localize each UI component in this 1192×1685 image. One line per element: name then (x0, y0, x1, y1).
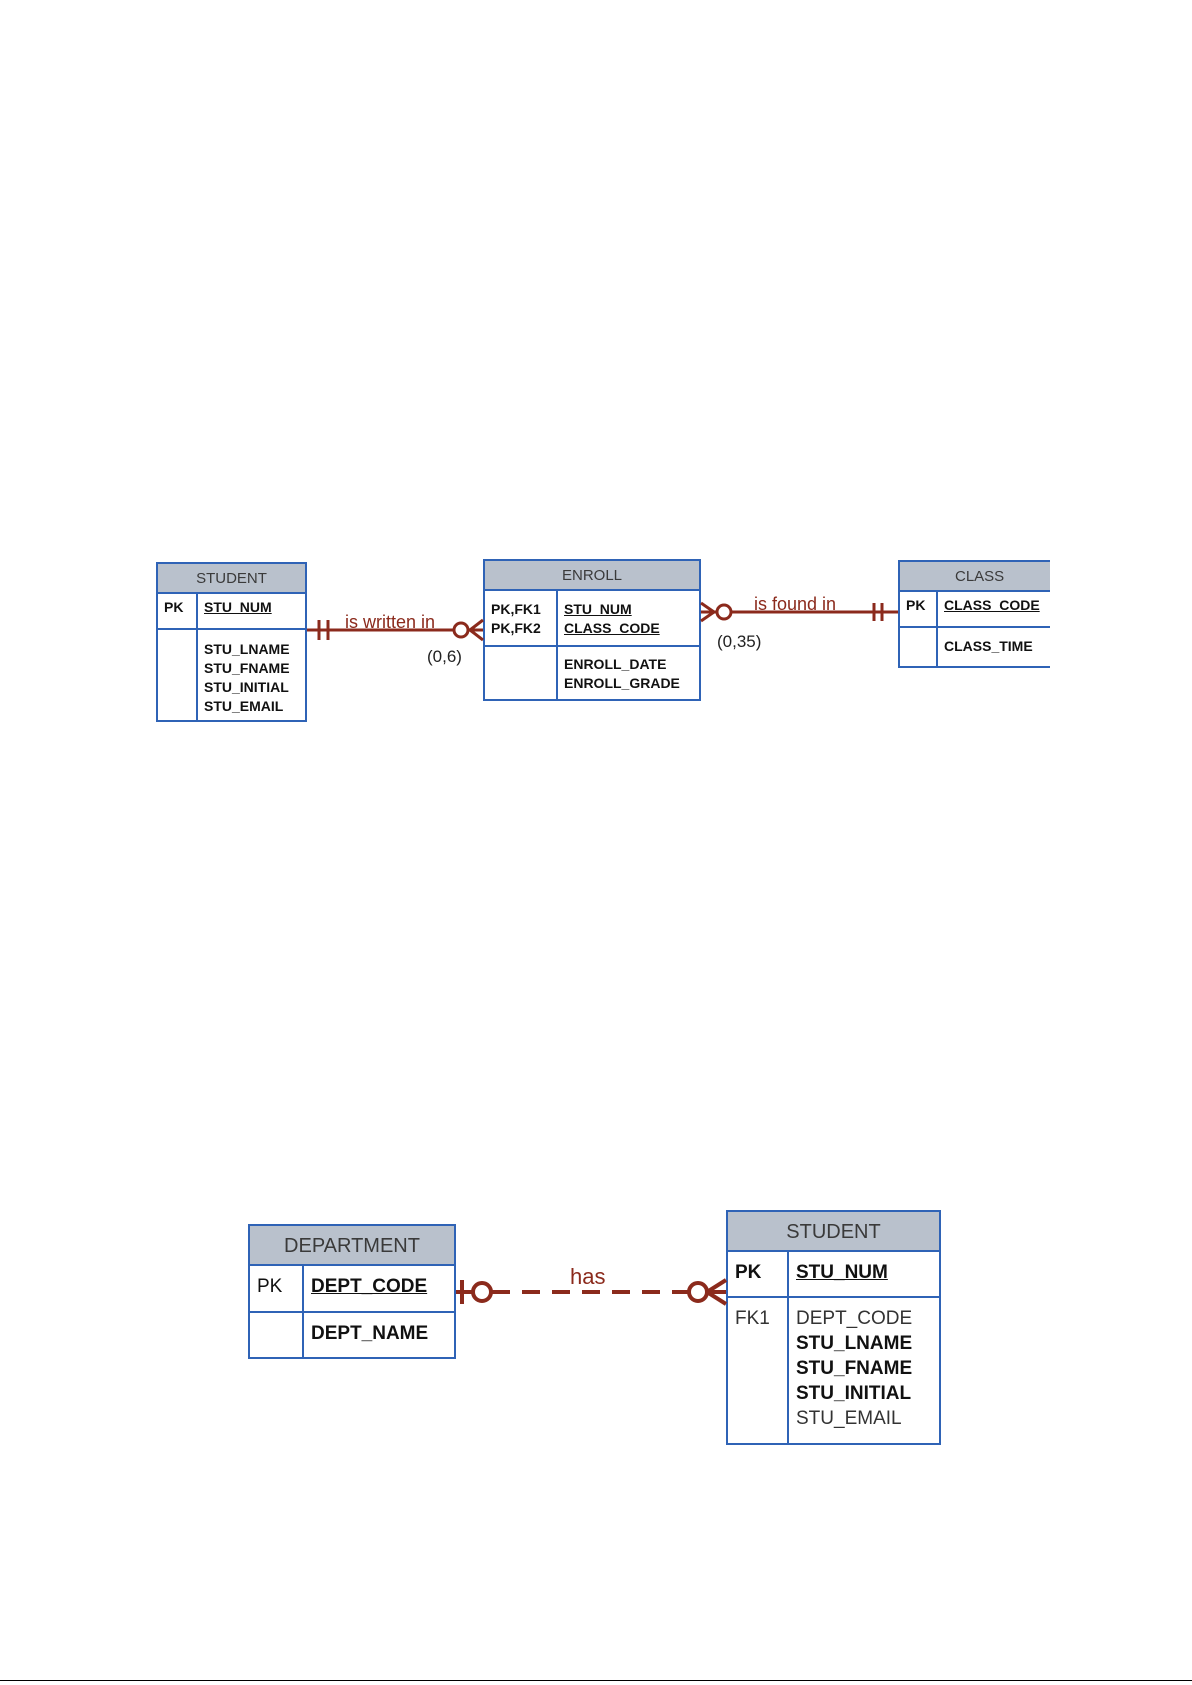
fk-label: FK1 (735, 1308, 770, 1329)
entity-title: STUDENT (158, 564, 305, 594)
pk-attribute: CLASS_CODE (944, 597, 1040, 613)
pk-attribute: STU_NUM (796, 1262, 888, 1283)
key-label: PK,FK2 (491, 620, 541, 636)
attribute: STU_EMAIL (796, 1408, 902, 1429)
entity-student: STUDENT PK STU_NUM FK1 DEPT_CODE STU_LNA… (726, 1210, 941, 1445)
entity-title: CLASS (900, 562, 1050, 592)
attribute: DEPT_NAME (311, 1323, 429, 1344)
relationship-label: is found in (754, 594, 837, 614)
attribute: STU_FNAME (796, 1358, 913, 1379)
entity-title: ENROLL (485, 561, 699, 591)
pk-attribute: DEPT_CODE (311, 1276, 428, 1297)
entity-class: CLASS PK CLASS_CODE CLASS_TIME (898, 560, 1050, 668)
attribute: CLASS_TIME (944, 638, 1033, 654)
crows-foot (705, 1290, 728, 1306)
entity-title: DEPARTMENT (250, 1226, 454, 1266)
page-bottom-rule (0, 1680, 1192, 1681)
entity-student: STUDENT PK STU_NUM STU_LNAME STU_FNAME S… (156, 562, 307, 722)
crows-foot (700, 601, 715, 614)
optional-circle (687, 1281, 709, 1303)
cardinality-label: (0,35) (717, 632, 762, 651)
entity-title: STUDENT (728, 1212, 939, 1252)
pk-attribute: STU_NUM (564, 601, 632, 617)
attribute: STU_EMAIL (204, 698, 284, 714)
optional-circle (452, 621, 470, 639)
attribute: ENROLL_GRADE (564, 675, 680, 691)
key-label: PK,FK1 (491, 601, 541, 617)
crows-foot (469, 628, 484, 642)
attribute: STU_LNAME (204, 641, 290, 657)
attribute: ENROLL_DATE (564, 656, 667, 672)
entity-enroll: ENROLL PK,FK1 PK,FK2 STU_NUM CLASS_CODE … (483, 559, 701, 701)
pk-label: PK (906, 597, 926, 613)
attribute: STU_FNAME (204, 660, 290, 676)
attribute: STU_INITIAL (796, 1383, 912, 1404)
attribute: STU_LNAME (796, 1333, 913, 1354)
optional-circle (715, 603, 733, 621)
relationship-label: is written in (345, 612, 436, 632)
relationship-label: has (570, 1264, 606, 1289)
cardinality-label: (0,6) (427, 647, 462, 666)
optional-circle (471, 1281, 493, 1303)
attribute: STU_INITIAL (204, 679, 289, 695)
pk-label: PK (164, 599, 184, 615)
pk-label: PK (735, 1262, 762, 1283)
crows-foot (469, 618, 484, 632)
pk-label: PK (257, 1276, 283, 1297)
crows-foot (700, 610, 715, 623)
pk-attribute: STU_NUM (204, 599, 272, 615)
entity-department: DEPARTMENT PK DEPT_CODE DEPT_NAME (248, 1224, 456, 1359)
attribute: DEPT_CODE (796, 1308, 913, 1329)
pk-attribute: CLASS_CODE (564, 620, 660, 636)
entity-class-clip: CLASS PK CLASS_CODE CLASS_TIME (898, 560, 1050, 670)
